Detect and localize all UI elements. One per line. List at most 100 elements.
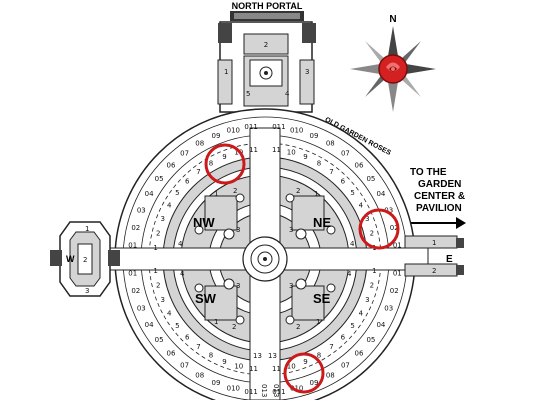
south-path-013-left: 013: [260, 384, 268, 397]
ring-inner-number-ne-9: 3: [365, 215, 369, 223]
ring-outer-number-se-6: 06: [355, 350, 364, 358]
south-path-numbers: 13 13 013 013: [253, 352, 280, 397]
portal-bed-3-number: 3: [305, 68, 309, 76]
ring-outer-number-nw-5: 07: [180, 150, 189, 158]
ring-outer-number-ne-9: 03: [384, 207, 393, 215]
north-portal-label: NORTH PORTAL: [232, 1, 303, 11]
ring-inner-number-sw-10: 2: [156, 282, 160, 290]
ring-inner-number-se-9: 3: [365, 296, 369, 304]
west-bed: W 1 2 3: [50, 221, 120, 297]
ring-outer-number-se-11: 01: [393, 269, 402, 277]
se-bed-3-number: 3: [289, 282, 293, 290]
west-bed-2-number: 2: [83, 256, 87, 264]
nw-bed-2-number: 2: [233, 187, 237, 195]
ring-outer-number-sw-3: 09: [212, 379, 221, 387]
east-path-2-number: 2: [432, 267, 436, 275]
ring-inner-number-sw-5: 7: [196, 343, 200, 351]
ring-outer-number-se-7: 05: [366, 336, 375, 344]
ring-inner-number-ne-7: 5: [350, 189, 354, 197]
ring-inner-number-se-1: 11: [272, 365, 281, 373]
ring-inner-number-ne-3: 9: [303, 153, 307, 161]
nw-bed-1-number: 1: [214, 190, 218, 198]
quadrant-beds: [194, 193, 336, 325]
ring-outer-number-nw-10: 02: [131, 224, 140, 232]
directions-line-1: TO THE: [410, 167, 447, 178]
ring-inner-number-nw-6: 6: [185, 178, 190, 186]
ring-inner-number-se-7: 5: [350, 322, 354, 330]
ring-outer-number-ne-1: 011: [272, 123, 285, 131]
directions-line-2: GARDEN: [418, 179, 461, 190]
ring-outer-number-ne-2: 010: [290, 126, 303, 134]
ring-inner-number-nw-8: 4: [167, 202, 172, 210]
ne-bed-2-number: 2: [296, 187, 300, 195]
ring-outer-number-sw-1: 011: [244, 388, 257, 396]
ring-outer-number-nw-7: 05: [155, 175, 164, 183]
ring-inner-number-nw-3: 9: [222, 153, 226, 161]
nw-bed-4-number: 4: [178, 240, 183, 248]
east-path-1-number: 1: [432, 239, 436, 247]
directions-line-4: PAVILION: [416, 203, 462, 214]
ring-inner-number-nw-7: 5: [175, 189, 179, 197]
arrow-right-icon: [410, 217, 466, 229]
ring-outer-number-ne-7: 05: [366, 175, 375, 183]
ring-outer-number-sw-7: 05: [155, 336, 164, 344]
ring-outer-number-sw-9: 03: [137, 305, 146, 313]
ring-inner-number-nw-10: 2: [156, 229, 160, 237]
highlight-circle-nw: [204, 143, 246, 185]
ring-outer-number-nw-6: 06: [167, 162, 176, 170]
ring-inner-number-se-5: 7: [329, 343, 333, 351]
ring-inner-number-se-3: 9: [303, 358, 307, 366]
rose-icon: [386, 62, 400, 72]
ring-inner-number-nw-5: 7: [196, 168, 200, 176]
ring-outer-number-nw-4: 08: [195, 140, 204, 148]
quadrant-label-nw: NW: [193, 215, 215, 230]
south-path-013-right: 013: [272, 384, 280, 397]
circular-garden: [107, 108, 429, 405]
ring-inner-number-sw-9: 3: [160, 296, 164, 304]
directions-label: TO THE GARDEN CENTER & PAVILION: [410, 167, 465, 214]
ring-outer-number-nw-11: 01: [128, 242, 137, 250]
ring-inner-number-ne-4: 8: [317, 160, 321, 168]
ne-bed-4-number: 4: [350, 240, 355, 248]
ring-inner-number-ne-5: 7: [329, 168, 333, 176]
ring-inner-number-sw-4: 8: [209, 351, 213, 359]
ring-inner-number-se-4: 8: [317, 351, 321, 359]
west-label: W: [66, 254, 75, 264]
central-fountain: [242, 236, 288, 282]
ring-inner-number-sw-6: 6: [185, 333, 190, 341]
ring-inner-number-se-6: 6: [341, 333, 346, 341]
ring-inner-number-se-10: 2: [370, 282, 374, 290]
north-portal: 2 1 3 4 5: [217, 11, 316, 129]
sw-bed-1-number: 1: [214, 318, 218, 326]
ring-inner-number-ne-8: 4: [359, 202, 364, 210]
highlight-circle-ne: [358, 208, 400, 250]
west-bed-3-number: 3: [85, 287, 89, 295]
ring-outer-number-se-3: 09: [310, 379, 319, 387]
ring-outer-number-sw-2: 010: [227, 385, 240, 393]
portal-bed-5-number: 5: [246, 90, 250, 98]
ring-inner-number-ne-2: 10: [287, 149, 296, 157]
se-bed-1-number: 1: [316, 318, 320, 326]
ring-inner-number-nw-4: 8: [209, 160, 213, 168]
south-path-number-left: 13: [253, 352, 262, 360]
west-bed-1-number: 1: [85, 225, 89, 233]
south-path-number-right: 13: [268, 352, 277, 360]
ring-outer-number-se-9: 03: [384, 305, 393, 313]
ring-outer-number-ne-10: 02: [390, 224, 399, 232]
ring-outer-number-se-10: 02: [390, 287, 399, 295]
ring-outer-number-ne-5: 07: [341, 150, 350, 158]
ring-outer-number-sw-6: 06: [167, 350, 176, 358]
ring-inner-number-ne-10: 2: [370, 229, 374, 237]
ring-outer-number-sw-10: 02: [131, 287, 140, 295]
ring-outer-number-sw-5: 07: [180, 361, 189, 369]
ring-outer-number-se-8: 04: [376, 321, 385, 329]
east-path: 1 2 E: [404, 235, 464, 277]
directions-line-3: CENTER &: [414, 191, 465, 202]
highlight-circle-s: [283, 352, 325, 394]
quadrant-bed-numbers: 1 2 4 3 1 2 4 3 4 1 2 3 4 1 2 3: [178, 187, 355, 331]
portal-bed-4-number: 4: [285, 90, 290, 98]
ring-outer-number-se-4: 08: [326, 371, 335, 379]
ring-inner-number-se-11: 1: [372, 267, 376, 275]
ring-inner-number-sw-2: 10: [234, 362, 243, 370]
ring-inner-number-sw-8: 4: [167, 310, 172, 318]
